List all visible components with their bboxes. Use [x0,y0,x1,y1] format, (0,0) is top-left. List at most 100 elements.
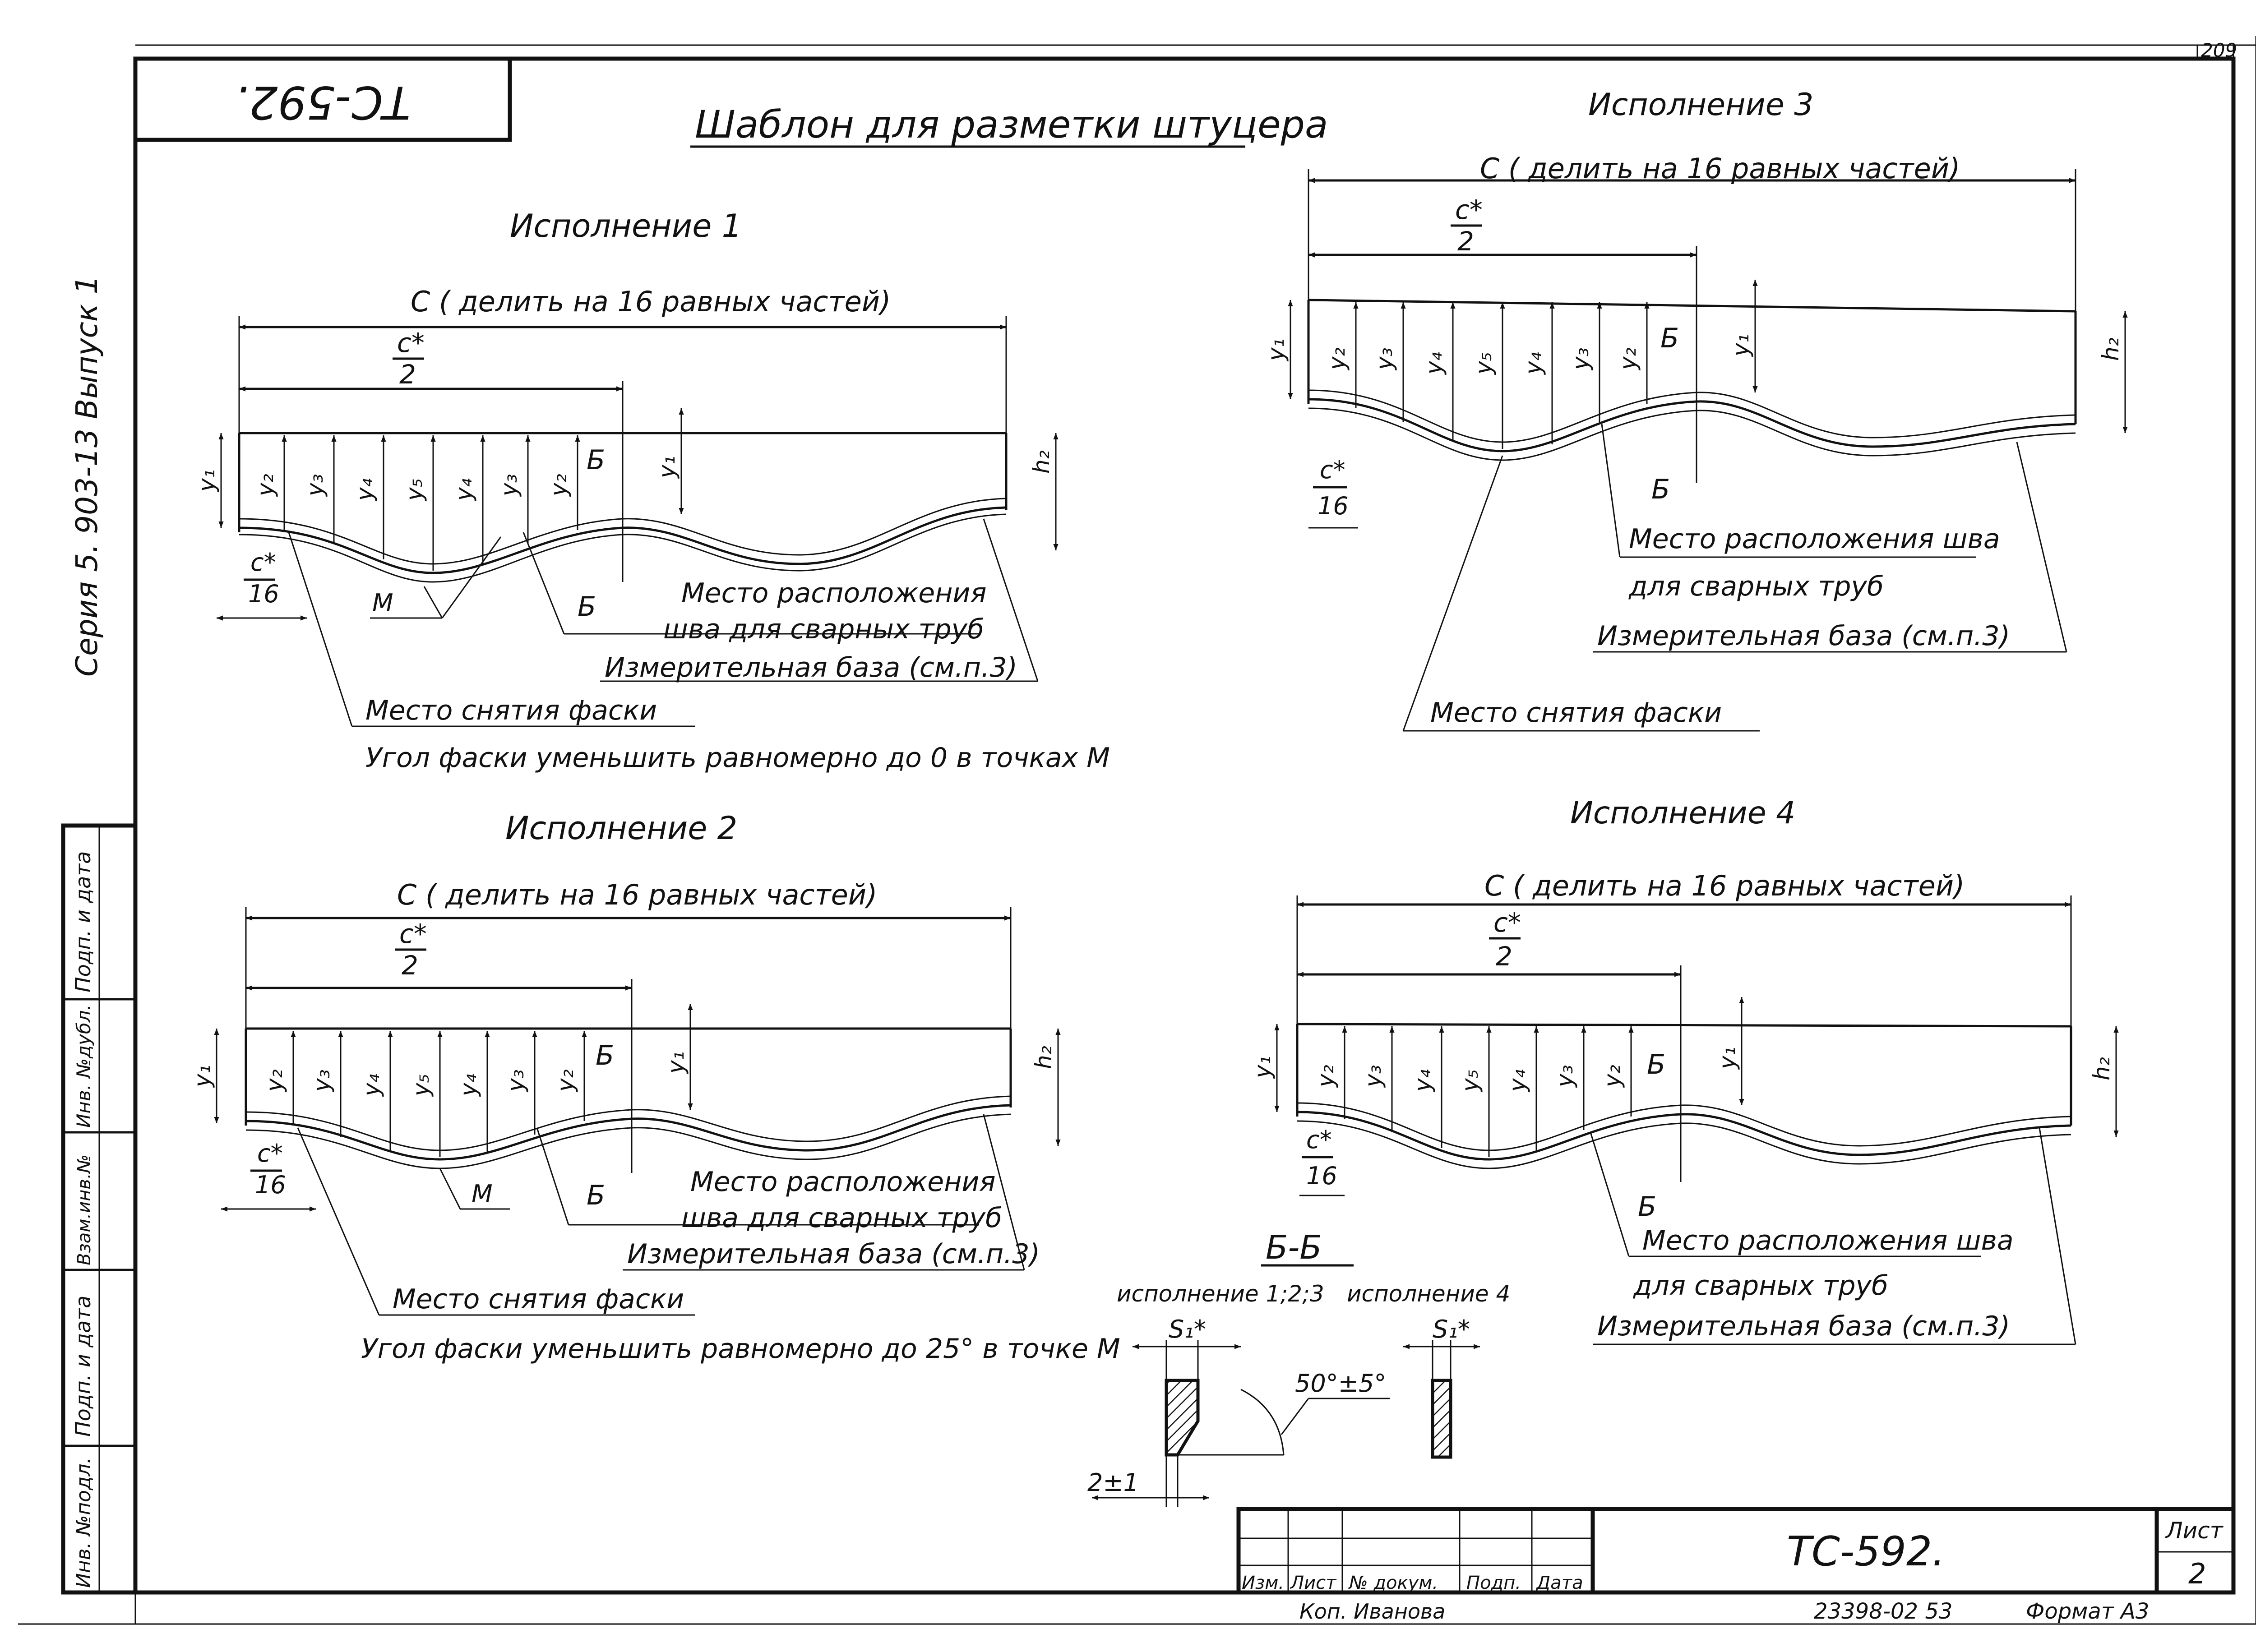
view-1-note-weld-2: шва для сварных труб [663,614,984,645]
view-3-title: Исполнение 3 [1588,87,1813,123]
view-2-note-weld-1: Место расположения [690,1166,996,1198]
view-3-y5: у₅ [1470,352,1497,375]
view-4-half-c-den: 2 [1496,941,1512,972]
view-4-y2b: у₂ [1599,1065,1625,1088]
view-2-note-angle: Угол фаски уменьшить равномерно до 25° в… [361,1333,1120,1365]
view-3-y1-right: у₁ [1728,334,1754,357]
view-2-section-b-top: Б [596,1040,614,1071]
view-4-y1-left: у₁ [1249,1056,1276,1079]
view-1-note-angle: Угол фаски уменьшить равномерно до 0 в т… [365,742,1110,774]
view-4-y3b: у₃ [1552,1065,1578,1088]
view-4-c16-den: 16 [1306,1162,1337,1190]
view-3-note-chamfer: Место снятия фаски [1430,697,1722,729]
view-3-y1-left: у₁ [1263,338,1289,362]
view-4-y1-right: у₁ [1714,1047,1740,1070]
view-4-y3: у₃ [1360,1065,1386,1088]
view-2-y4: у₄ [358,1074,384,1097]
view-1-y4: у₄ [351,478,378,502]
view-2-y1-left: у₁ [189,1065,215,1088]
view-4: Исполнение 4 С ( делить на 16 равных час… [1249,795,2119,1345]
view-1-c16-den: 16 [248,580,279,608]
view-2: Исполнение 2 С ( делить на 16 равных час… [189,810,1120,1365]
view-1-section-b-top: Б [587,444,605,476]
view-4-note-weld-2: для сварных труб [1633,1270,1888,1301]
page-number: 209 [2201,39,2237,61]
view-3-y3: у₃ [1371,347,1397,371]
stamp-cell-replace-inv: Взам.инв.№ [74,1154,95,1265]
view-1-y1-left: у₁ [194,469,220,493]
view-1-y2: у₂ [252,474,278,497]
view-3-section-b-top: Б [1660,323,1679,354]
section-s1-right: S₁* [1433,1315,1470,1343]
stamp-cell-dup-inv: Инв. №дубл. [73,1004,95,1128]
view-1-note-chamfer: Место снятия фаски [365,695,657,726]
sheet-title: Шаблон для разметки штуцера [695,102,1328,147]
view-3-section-b-bottom: Б [1651,474,1670,505]
corner-code: ТС-592. [235,76,411,129]
view-4-note-weld-1: Место расположения шва [1642,1225,2014,1256]
section-gap: 2±1 [1087,1468,1139,1497]
view-4-y2: у₂ [1313,1065,1339,1088]
view-3-y4b: у₄ [1520,352,1546,375]
stamp-cell-sign-date-1: Подп. и дата [71,851,95,992]
view-2-note-weld-2: шва для сварных труб [681,1202,1002,1234]
view-2-y1-right: у₁ [663,1051,689,1075]
tb-archive-number: 23398-02 53 [1814,1599,1952,1624]
view-2-y2b: у₂ [552,1069,578,1093]
view-2-title: Исполнение 2 [505,810,737,847]
view-2-y3: у₃ [309,1069,335,1093]
tb-header-sheet: Лист [1290,1573,1337,1593]
view-2-y2: у₂ [261,1069,287,1093]
view-1-section-b-bottom: Б [578,591,596,623]
tb-copied-by: Коп. Иванова [1299,1599,1445,1624]
view-3-note-weld-1: Место расположения шва [1629,523,2000,555]
sheet-title-group: Шаблон для разметки штуцера [690,102,1328,148]
tb-sheet-number: 2 [2188,1557,2206,1590]
frame [18,36,2256,1625]
view-2-section-b-bottom: Б [587,1180,605,1211]
view-4-y4b: у₄ [1504,1069,1530,1093]
view-1: Исполнение 1 С ( делить на 16 равных час… [194,208,1110,774]
view-3-c16-num: с* [1320,456,1345,484]
view-2-c-dim: С ( делить на 16 равных частей) [397,878,877,911]
view-3-half-c-num: с* [1455,194,1483,225]
view-2-y4b: у₄ [455,1074,481,1097]
view-2-half-c-den: 2 [402,950,418,981]
view-1-point-m: М [372,589,393,617]
view-4-c16-num: с* [1306,1126,1332,1154]
view-3-h2: h₂ [2098,337,2124,361]
view-2-note-chamfer: Место снятия фаски [393,1283,684,1315]
view-3-y3b: у₃ [1567,347,1594,371]
section-title: Б-Б [1266,1228,1322,1266]
stamp-cell-orig-inv: Инв. №подл. [72,1457,95,1588]
tb-header-rev: Изм. [1242,1573,1284,1593]
view-1-note-weld-1: Место расположения [681,577,987,609]
section-s1-left: S₁* [1169,1315,1206,1343]
view-3-note-weld-2: для сварных труб [1628,571,1884,602]
view-2-c16-den: 16 [255,1171,286,1199]
view-1-y1-right: у₁ [654,456,680,479]
view-4-note-base: Измерительная база (см.п.3) [1597,1311,2010,1342]
view-3-y2: у₂ [1324,347,1350,371]
title-block: Изм. Лист № докум. Подп. Дата ТС-592. Ли… [1236,1507,2236,1624]
view-4-c-dim: С ( делить на 16 равных частей) [1484,869,1965,902]
view-1-y3b: у₃ [496,474,522,497]
tb-header-sign: Подп. [1466,1573,1521,1593]
view-2-c16-num: с* [257,1139,283,1167]
view-4-h2: h₂ [2089,1057,2115,1080]
view-1-h2: h₂ [1028,450,1054,474]
view-1-c-dim: С ( делить на 16 равных частей) [411,285,891,318]
view-1-half-c-num: с* [397,328,425,358]
section-label-left: исполнение 1;2;3 [1117,1281,1324,1307]
view-4-y5: у₅ [1457,1069,1483,1093]
view-3-note-base: Измерительная база (см.п.3) [1597,620,2010,652]
view-2-y3b: у₃ [503,1069,529,1093]
view-1-c16-num: с* [250,548,276,577]
view-2-y5: у₅ [408,1074,434,1097]
view-1-y3: у₃ [302,474,328,497]
view-2-note-base: Измерительная база (см.п.3) [627,1238,1040,1270]
view-4-section-b-bottom: Б [1638,1191,1656,1223]
view-1-half-c-den: 2 [399,359,416,390]
view-2-point-m: М [472,1180,493,1208]
section-b-b: Б-Б исполнение 1;2;3 исполнение 4 S₁* 50… [1087,1228,1510,1507]
